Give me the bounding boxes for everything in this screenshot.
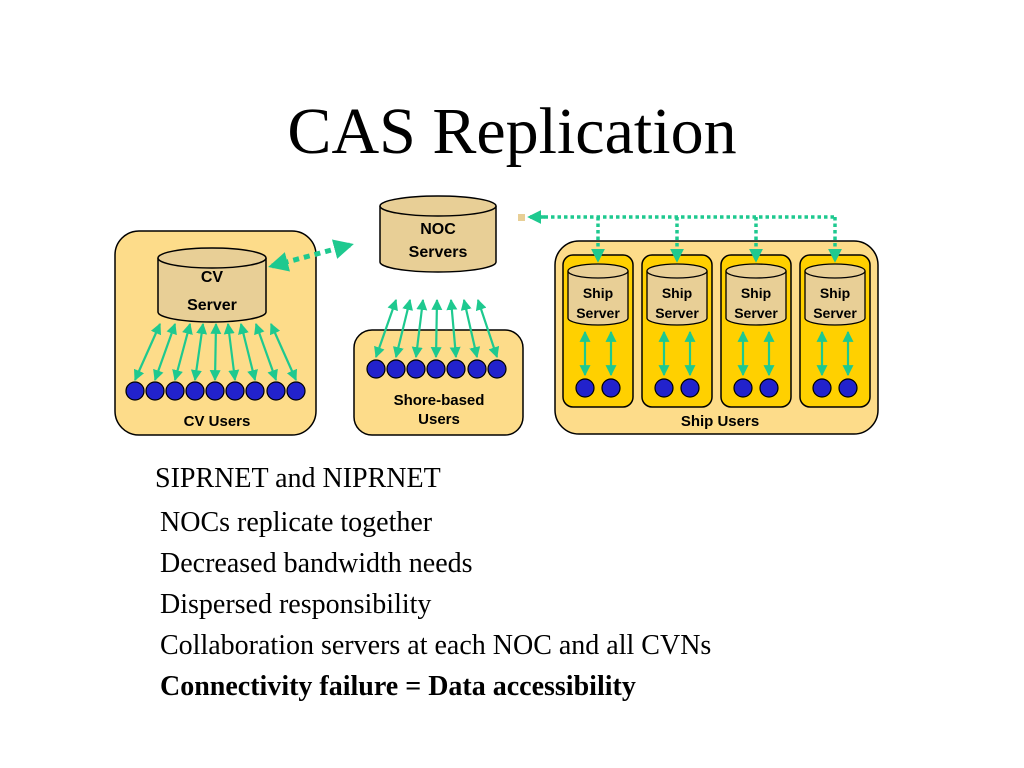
ship-server-label-2: Server [655, 305, 699, 321]
user-dot [286, 381, 306, 401]
user-dot [467, 359, 487, 379]
slide-title: CAS Replication [287, 95, 737, 168]
ship-server-label-1: Ship [820, 285, 850, 301]
user-dot [654, 378, 674, 398]
shore-user-arrow [374, 298, 398, 359]
user-dot [185, 381, 205, 401]
shore-user-arrow [430, 298, 443, 359]
noc-label-2: Servers [409, 244, 468, 261]
cv-users-label: CV Users [184, 413, 251, 430]
cv-user-dots [125, 381, 306, 401]
cv-server-cylinder [157, 247, 267, 323]
bullet-item: Dispersed responsibility [160, 589, 432, 620]
user-dot [386, 359, 406, 379]
user-dot [225, 381, 245, 401]
user-dot [446, 359, 466, 379]
ship-server-top [646, 263, 708, 279]
user-dot [426, 359, 446, 379]
ship-server-label-2: Server [734, 305, 778, 321]
user-dot [575, 378, 595, 398]
bus-drops [591, 217, 842, 263]
user-dot [601, 378, 621, 398]
ship-server-top [804, 263, 866, 279]
user-dot [406, 359, 426, 379]
noc-label-1: NOC [420, 221, 456, 238]
cv-user-arrow [190, 322, 208, 382]
shore-user-dots [366, 359, 507, 379]
ship-server-label-2: Server [576, 305, 620, 321]
shore-user-arrow [460, 298, 481, 359]
bullet-item: Decreased bandwidth needs [160, 548, 473, 579]
user-dot [245, 381, 265, 401]
ship-server-top [725, 263, 787, 279]
user-dot [165, 381, 185, 401]
shore-users-label-1: Shore-based [394, 392, 485, 409]
cv-user-arrow [269, 322, 298, 382]
ship-server-label-2: Server [813, 305, 857, 321]
ship-server-label-1: Ship [583, 285, 613, 301]
bullet-item: Collaboration servers at each NOC and al… [160, 630, 712, 661]
bullet-item: Connectivity failure = Data accessibilit… [160, 671, 636, 702]
bullet-item: NOCs replicate together [160, 507, 433, 538]
noc-servers-cylinder [379, 195, 497, 273]
ship-server-cylinder [725, 271, 787, 326]
ship-panel [554, 240, 879, 435]
bus-endpoint [518, 214, 525, 221]
user-dot [366, 359, 386, 379]
ship-server-cylinder [804, 271, 866, 326]
cv-user-arrow [238, 322, 258, 382]
ship-server-label-1: Ship [741, 285, 771, 301]
user-dot [680, 378, 700, 398]
cv-server-label-2: Server [187, 297, 237, 314]
user-dot [145, 381, 165, 401]
cv-user-arrow [172, 322, 193, 382]
ship-server-cylinder [567, 271, 629, 326]
user-dot [838, 378, 858, 398]
user-dot [733, 378, 753, 398]
shore-user-arrow [475, 298, 500, 359]
ship-server-top [567, 263, 629, 279]
cv-user-arrows [133, 322, 298, 382]
cv-server-label-1: CV [201, 269, 224, 286]
user-dot [487, 359, 507, 379]
shore-user-arrow [446, 298, 461, 359]
cv-user-arrow [153, 322, 177, 382]
shore-user-arrow [393, 298, 413, 359]
bullet-item: SIPRNET and NIPRNET [155, 463, 441, 494]
ship-server-label-1: Ship [662, 285, 692, 301]
shore-user-arrows [374, 298, 500, 359]
shore-user-arrow [411, 298, 428, 359]
ship-server-cylinder [646, 271, 708, 326]
user-dot [266, 381, 286, 401]
cv-noc-link [268, 239, 354, 272]
cv-user-arrow [223, 322, 240, 382]
cv-user-arrow [209, 322, 222, 382]
shore-users-label-2: Users [418, 411, 460, 428]
user-dot [812, 378, 832, 398]
ship-users-label: Ship Users [681, 413, 759, 430]
user-dot [759, 378, 779, 398]
user-dot [205, 381, 225, 401]
user-dot [125, 381, 145, 401]
